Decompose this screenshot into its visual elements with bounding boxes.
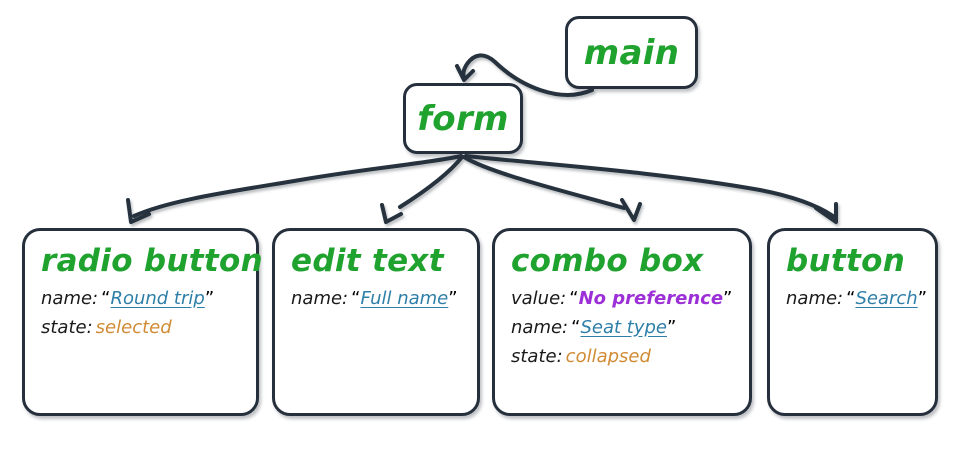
edge-form-to-edit-arrowhead <box>380 203 403 224</box>
quote-open: “ <box>569 287 579 309</box>
property-value: Search <box>855 287 918 309</box>
edge-form-to-radio <box>132 154 463 218</box>
quote-close: ” <box>723 287 733 309</box>
property-value: collapsed <box>565 345 651 367</box>
property-key: name: <box>786 287 844 309</box>
quote-close: ” <box>666 316 677 338</box>
property-row: name:“Search” <box>786 284 927 313</box>
edge-form-to-edit <box>398 155 464 209</box>
node-edit-text[interactable]: edit text name:“Full name” <box>272 228 480 416</box>
node-main[interactable]: main <box>565 16 698 89</box>
node-combo-box-title: combo box <box>511 243 704 279</box>
quote-open: “ <box>351 287 361 309</box>
property-row: name:“Seat type” <box>511 313 733 342</box>
property-value: Round trip <box>110 287 205 309</box>
property-row: name:“Round trip” <box>41 284 240 313</box>
node-form[interactable]: form <box>403 83 523 154</box>
quote-open: “ <box>846 287 856 309</box>
edge-form-to-button-arrowhead <box>814 202 838 224</box>
property-key: state: <box>41 316 93 338</box>
node-radio-button[interactable]: radio button name:“Round trip” state:sel… <box>22 228 263 416</box>
node-button-properties: name:“Search” <box>786 284 927 313</box>
node-form-title: form <box>417 98 509 139</box>
quote-close: ” <box>917 287 928 309</box>
quote-open: “ <box>571 316 581 338</box>
property-value: selected <box>95 316 172 338</box>
property-key: state: <box>511 345 563 367</box>
property-row: state:selected <box>41 313 240 342</box>
quote-close: ” <box>448 287 458 309</box>
node-radio-button-properties: name:“Round trip” state:selected <box>41 284 240 342</box>
edge-form-to-button <box>464 154 835 218</box>
node-main-title: main <box>583 32 680 73</box>
property-key: name: <box>41 287 99 309</box>
edge-form-to-radio-arrowhead <box>126 198 151 224</box>
property-row: state:collapsed <box>511 342 733 371</box>
node-combo-box-properties: value:“No preference” name:“Seat type” s… <box>511 284 733 371</box>
property-value: Full name <box>360 287 449 309</box>
property-key: name: <box>511 316 569 338</box>
quote-open: “ <box>101 287 111 309</box>
property-key: name: <box>291 287 349 309</box>
node-button-title: button <box>786 243 906 279</box>
property-row: value:“No preference” <box>511 284 733 313</box>
property-key: value: <box>511 287 567 309</box>
edge-form-to-combo-arrowhead <box>620 198 642 222</box>
property-row: name:“Full name” <box>291 284 461 313</box>
property-value: No preference <box>578 287 724 309</box>
node-radio-button-title: radio button <box>41 243 263 279</box>
node-edit-text-properties: name:“Full name” <box>291 284 461 313</box>
node-edit-text-title: edit text <box>291 243 444 279</box>
property-value: Seat type <box>580 316 667 338</box>
quote-close: ” <box>204 287 215 309</box>
edge-main-to-form-arrowhead <box>455 64 475 82</box>
node-button[interactable]: button name:“Search” <box>767 228 938 416</box>
node-combo-box[interactable]: combo box value:“No preference” name:“Se… <box>492 228 752 416</box>
edge-form-to-combo <box>462 155 626 210</box>
